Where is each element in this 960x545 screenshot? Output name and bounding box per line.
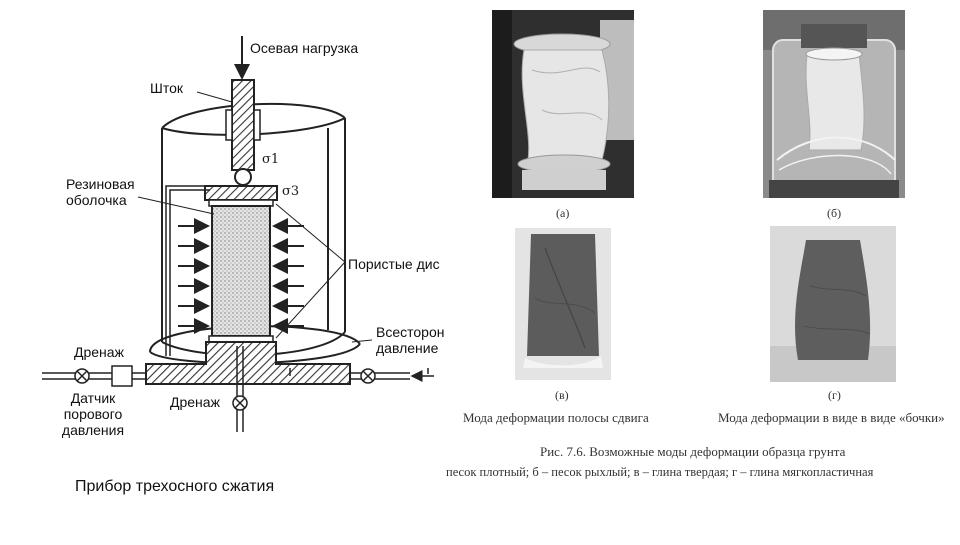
- label-rod: Шток: [150, 80, 183, 96]
- mode-caption-left: Мода деформации полосы сдвига: [463, 410, 649, 425]
- photo-g-drawing: [770, 226, 896, 382]
- pore-pressure-sensor: [111, 365, 133, 387]
- label-drainage-bottom: Дренаж: [170, 394, 220, 410]
- photo-v-letter: (в): [555, 388, 569, 402]
- label-porous-discs: Пористые дис: [348, 256, 440, 272]
- photo-b: [763, 10, 905, 198]
- photo-b-drawing: [763, 10, 905, 198]
- right-valve: [360, 368, 376, 384]
- diagram-caption: Прибор трехосного сжатия: [75, 478, 275, 495]
- mode-caption-right: Мода деформации в виде в виде «бочки»: [718, 410, 945, 425]
- cell-pressure-line: [289, 368, 410, 380]
- soil-sample: [211, 205, 271, 337]
- cell-base: [145, 341, 351, 385]
- label-sigma1: σ1: [262, 152, 280, 167]
- piston-rod: [231, 79, 255, 171]
- photo-a: [492, 10, 634, 198]
- bottom-valve: [232, 395, 248, 411]
- photo-g: [770, 226, 896, 382]
- label-rubber-membrane: Резиновая оболочка: [66, 176, 135, 208]
- photo-v-drawing: [515, 228, 611, 380]
- photo-a-drawing: [492, 10, 634, 198]
- photo-b-letter: (б): [827, 206, 842, 220]
- photo-a-letter: (а): [556, 206, 570, 220]
- label-sigma3: σ3: [282, 184, 300, 199]
- photo-v: [515, 228, 611, 380]
- load-ball: [234, 168, 252, 186]
- top-cap: [204, 185, 278, 201]
- rod-bushing-right: [253, 109, 261, 141]
- triaxial-schematic: [42, 36, 434, 432]
- label-pore-pressure-sensor: Датчик порового давления: [61, 390, 125, 438]
- rod-bushing: [225, 109, 233, 141]
- triaxial-diagram: Осевая нагрузка Шток σ1 σ3 Резиновая обо…: [0, 0, 450, 540]
- top-drain-line: [165, 185, 214, 356]
- bottom-drain-line: [236, 346, 244, 432]
- label-axial-load: Осевая нагрузка: [250, 40, 359, 56]
- left-valve: [74, 368, 90, 384]
- photo-g-letter: (г): [828, 388, 841, 402]
- leader-lines: [137, 91, 373, 343]
- cell-pressure-arrows-left: [178, 218, 210, 334]
- figure-title: Рис. 7.6. Возможные моды деформации обра…: [540, 444, 846, 459]
- figure-subtitle: песок плотный; б – песок рыхлый; в – гли…: [446, 465, 874, 479]
- label-cell-pressure: Всесторон давление: [376, 324, 445, 356]
- cell-pressure-arrows-right: [272, 218, 304, 334]
- label-drainage-left: Дренаж: [74, 344, 124, 360]
